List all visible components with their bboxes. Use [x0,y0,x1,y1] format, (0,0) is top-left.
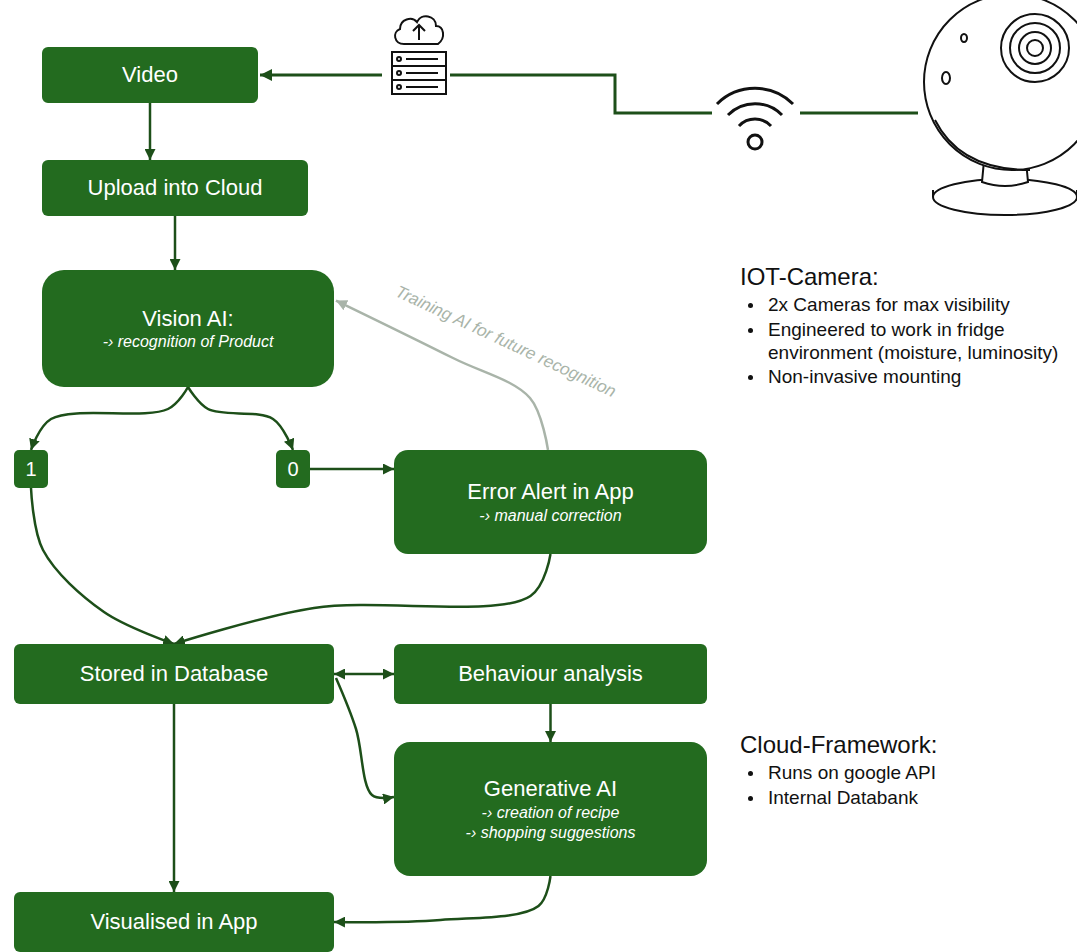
bullet-note: Internal Databank [740,787,1065,810]
box-title: Generative AI [484,775,617,803]
bullet-note: 2x Cameras for max visibility [740,294,1065,317]
box-title: Visualised in App [90,908,257,936]
process-box: Video [42,47,258,103]
box-title: 0 [287,457,298,482]
process-box: Vision AI:-› recognition of Product [42,270,334,387]
process-box: Upload into Cloud [42,160,308,216]
flow-arrow [334,673,394,676]
process-box: Generative AI-› creation of recipe-› sho… [394,742,707,876]
box-title: Video [122,61,178,89]
box-title: Vision AI: [142,305,233,333]
flow-arrow [31,387,188,450]
box-note: -› manual correction [479,506,621,526]
bullet-note: Non-invasive mounting [740,366,1065,389]
box-title: Stored in Database [80,660,268,688]
box-title: 1 [25,457,36,482]
result-box: 1 [14,450,48,488]
box-note: -› creation of recipe [482,803,620,823]
process-box: Visualised in App [14,892,334,952]
box-note: -› recognition of Product [103,332,274,352]
section-heading: IOT-Camera: [740,262,1065,292]
box-title: Error Alert in App [467,478,633,506]
edge-label: Training AI for future recognition [392,282,619,402]
flow-arrow [336,678,394,798]
bullet-note: Engineered to work in fridge environment… [740,319,1065,365]
signal-line [260,75,918,113]
process-box: Behaviour analysis [394,644,707,704]
flow-arrow [174,554,551,644]
flow-arrow [174,216,177,270]
section-heading: Cloud-Framework: [740,730,1065,760]
flow-arrow [334,876,551,922]
process-box: Error Alert in App-› manual correction [394,450,707,554]
flow-arrow [310,468,394,471]
flow-arrow [173,704,176,892]
process-box: Stored in Database [14,644,334,704]
flow-arrow [31,488,174,644]
wifi-icon [717,88,793,149]
box-note: -› shopping suggestions [466,823,636,843]
note-group: IOT-Camera:2x Cameras for max visibility… [740,262,1065,391]
flow-arrow [549,704,552,742]
box-title: Behaviour analysis [458,660,643,688]
cloud-server-icon [392,16,446,94]
box-title: Upload into Cloud [88,174,263,202]
iot-camera-illustration [924,0,1077,215]
bullet-note: Runs on google API [740,762,1065,785]
result-box: 0 [276,450,310,488]
flow-arrow [149,103,152,160]
note-group: Cloud-Framework:Runs on google APIIntern… [740,730,1065,812]
flow-arrow [188,387,293,450]
